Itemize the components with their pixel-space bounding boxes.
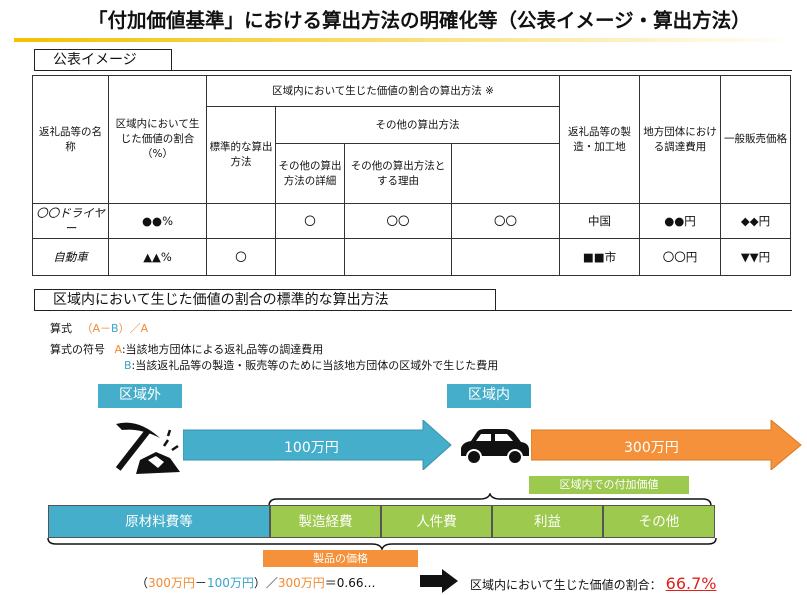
calc-close: ）／ — [253, 576, 278, 590]
cell-name: 自動車 — [32, 238, 109, 276]
cell-cost: 〇〇円 — [639, 238, 722, 276]
header-standard: 標準的な算出方法 — [206, 106, 276, 204]
symbols-a-line: 算式の符号 A:当該地方団体による返礼品等の調達費用 — [50, 341, 323, 357]
inside-cost-value: 300万円 — [624, 440, 679, 456]
cell-name: 〇〇ドライヤー — [32, 203, 109, 239]
inside-region-label: 区域内 — [447, 384, 531, 408]
cell-ratio: ▲▲% — [108, 238, 207, 276]
symbol-b-desc: :当該返礼品等の製造・販売等のために当該地方団体の区域外で生じた費用 — [131, 359, 499, 372]
formula-a: A — [92, 322, 101, 335]
header-name: 返礼品等の名称 — [32, 75, 109, 204]
conclusion-line: 区域内において生じた価値の割合：66.7% — [470, 574, 716, 593]
table-row: 自動車 ▲▲% 〇 ■■市 〇〇円 ▼▼円 — [32, 238, 792, 276]
header-other-detail: その他の算出方法の詳細 — [275, 143, 345, 204]
cell-cost: ●●円 — [639, 203, 722, 239]
formula-a2: A — [140, 322, 149, 335]
segment-other: その他 — [603, 505, 715, 538]
value-added-brace — [268, 493, 712, 507]
calculation-line: （300万円－100万円）／300万円＝0.66… — [136, 574, 376, 591]
section-label-standard-method: 区域内において生じた価値の割合の標準的な算出方法 — [34, 289, 496, 311]
cell-reason — [450, 238, 561, 276]
formula-close: ）／ — [118, 322, 141, 335]
outside-cost-value: 100万円 — [284, 440, 339, 456]
cell-place: 中国 — [559, 203, 641, 239]
header-other-group: その他の算出方法 — [274, 106, 561, 144]
outside-cost-arrow — [183, 420, 452, 470]
header-ratio: 区域内において生じた価値の割合（%） — [108, 75, 207, 204]
page-title: 「付加価値基準」における算出方法の明確化等（公表イメージ・算出方法） — [88, 9, 751, 32]
header-other-reason: その他の算出方法とする理由 — [344, 143, 452, 204]
section-divider — [172, 70, 792, 71]
calc-c: 300万円 — [277, 576, 325, 590]
formula-open: （ — [81, 322, 93, 335]
symbol-a-desc: :当該地方団体による返礼品等の調達費用 — [121, 343, 324, 356]
cell-other: 〇 — [275, 203, 345, 239]
cell-price: ▼▼円 — [720, 238, 792, 276]
segment-labor: 人件費 — [381, 505, 492, 538]
cell-detail: 〇〇 — [344, 203, 452, 239]
cell-detail — [344, 238, 452, 276]
raw-material-bar: 原材料費等 — [48, 505, 270, 538]
calc-a: 300万円 — [148, 576, 195, 590]
cell-other — [275, 238, 345, 276]
segment-manufacturing: 製造経費 — [270, 505, 381, 538]
formula-b: B — [111, 322, 119, 335]
cell-ratio: ●●% — [108, 203, 207, 239]
header-price: 一般販売価格 — [720, 75, 792, 204]
cell-standard: 〇 — [206, 238, 276, 276]
calc-open: （ — [136, 576, 149, 590]
segment-profit: 利益 — [492, 505, 603, 538]
title-underline — [14, 38, 802, 42]
cell-reason: 〇〇 — [450, 203, 561, 239]
symbols-b-line: B:当該返礼品等の製造・販売等のために当該地方団体の区域外で生じた費用 — [124, 357, 498, 373]
symbol-a-key: A — [114, 343, 122, 356]
header-cost: 地方団体における調達費用 — [639, 75, 722, 204]
cell-price: ◆◆円 — [720, 203, 792, 239]
right-arrow-icon — [420, 569, 458, 593]
publication-table: 返礼品等の名称 区域内において生じた価値の割合（%） 区域内において生じた価値の… — [32, 75, 792, 276]
calc-minus: － — [194, 576, 207, 590]
section-divider — [496, 310, 792, 311]
table-row: 〇〇ドライヤー ●●% 〇 〇〇 〇〇 中国 ●●円 ◆◆円 — [32, 203, 792, 239]
car-icon — [461, 429, 529, 465]
conclusion-value: 66.7% — [665, 574, 717, 593]
cell-place: ■■市 — [559, 238, 641, 276]
calc-b: 100万円 — [206, 576, 254, 590]
pickaxe-icon — [115, 422, 180, 474]
symbols-label: 算式の符号 — [50, 343, 105, 356]
symbol-b-key: B — [124, 359, 132, 372]
product-price-brace — [47, 538, 717, 550]
header-method-group: 区域内において生じた価値の割合の算出方法 ※ — [205, 75, 561, 107]
section-label-publication: 公表イメージ — [34, 49, 172, 71]
cell-standard — [206, 203, 276, 239]
inside-cost-arrow — [531, 420, 802, 470]
product-price-label: 製品の価格 — [263, 550, 418, 567]
outside-region-label: 区域外 — [98, 384, 182, 408]
calc-result: ＝0.66… — [324, 576, 376, 590]
formula-minus: － — [100, 322, 112, 335]
formula-label: 算式 — [50, 322, 72, 335]
header-place: 返礼品等の製造・加工地 — [559, 75, 641, 204]
value-added-label: 区域内での付加価値 — [529, 476, 689, 494]
formula-line: 算式 （A－B）／A — [50, 320, 148, 336]
conclusion-label: 区域内において生じた価値の割合： — [470, 578, 662, 592]
